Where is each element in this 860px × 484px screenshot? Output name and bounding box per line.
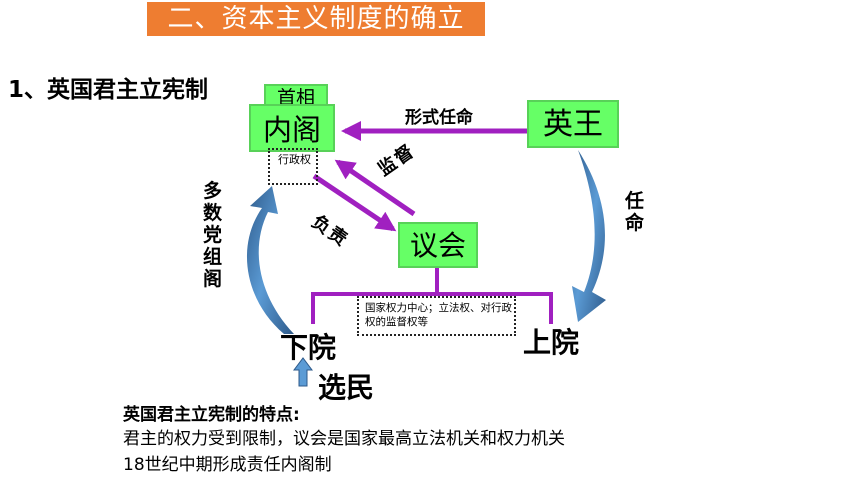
majority-party-label: 多数党组阁 bbox=[203, 180, 223, 290]
parliament-box: 议会 bbox=[398, 222, 478, 268]
responsible-arrow bbox=[312, 173, 397, 232]
parliament-powers-note: 国家权力中心；立法权、对行政权的监督权等 bbox=[357, 296, 516, 336]
cabinet-box: 内阁 bbox=[249, 104, 335, 152]
slide-title: 二、资本主义制度的确立 bbox=[147, 2, 485, 36]
formal-appointment-label: 形式任命 bbox=[405, 108, 473, 128]
appointment-curve-arrow bbox=[572, 150, 606, 322]
supervise-arrow bbox=[334, 159, 416, 217]
voters-label: 选民 bbox=[318, 371, 375, 404]
majority-party-curve-arrow bbox=[246, 186, 294, 334]
features-line-1: 君主的权力受到限制，议会是国家最高立法机关和权力机关 bbox=[123, 429, 565, 449]
executive-power-note: 行政权 bbox=[268, 148, 318, 185]
features-title: 英国君主立宪制的特点: bbox=[123, 405, 300, 425]
section-heading: 1、英国君主立宪制 bbox=[8, 77, 209, 103]
upper-house-label: 上院 bbox=[523, 326, 580, 359]
voters-up-arrow bbox=[293, 357, 313, 387]
features-line-2: 18世纪中期形成责任内阁制 bbox=[123, 455, 332, 475]
king-box: 英王 bbox=[527, 100, 619, 148]
lower-house-label: 下院 bbox=[280, 331, 337, 364]
appointment-label: 任命 bbox=[625, 190, 645, 234]
